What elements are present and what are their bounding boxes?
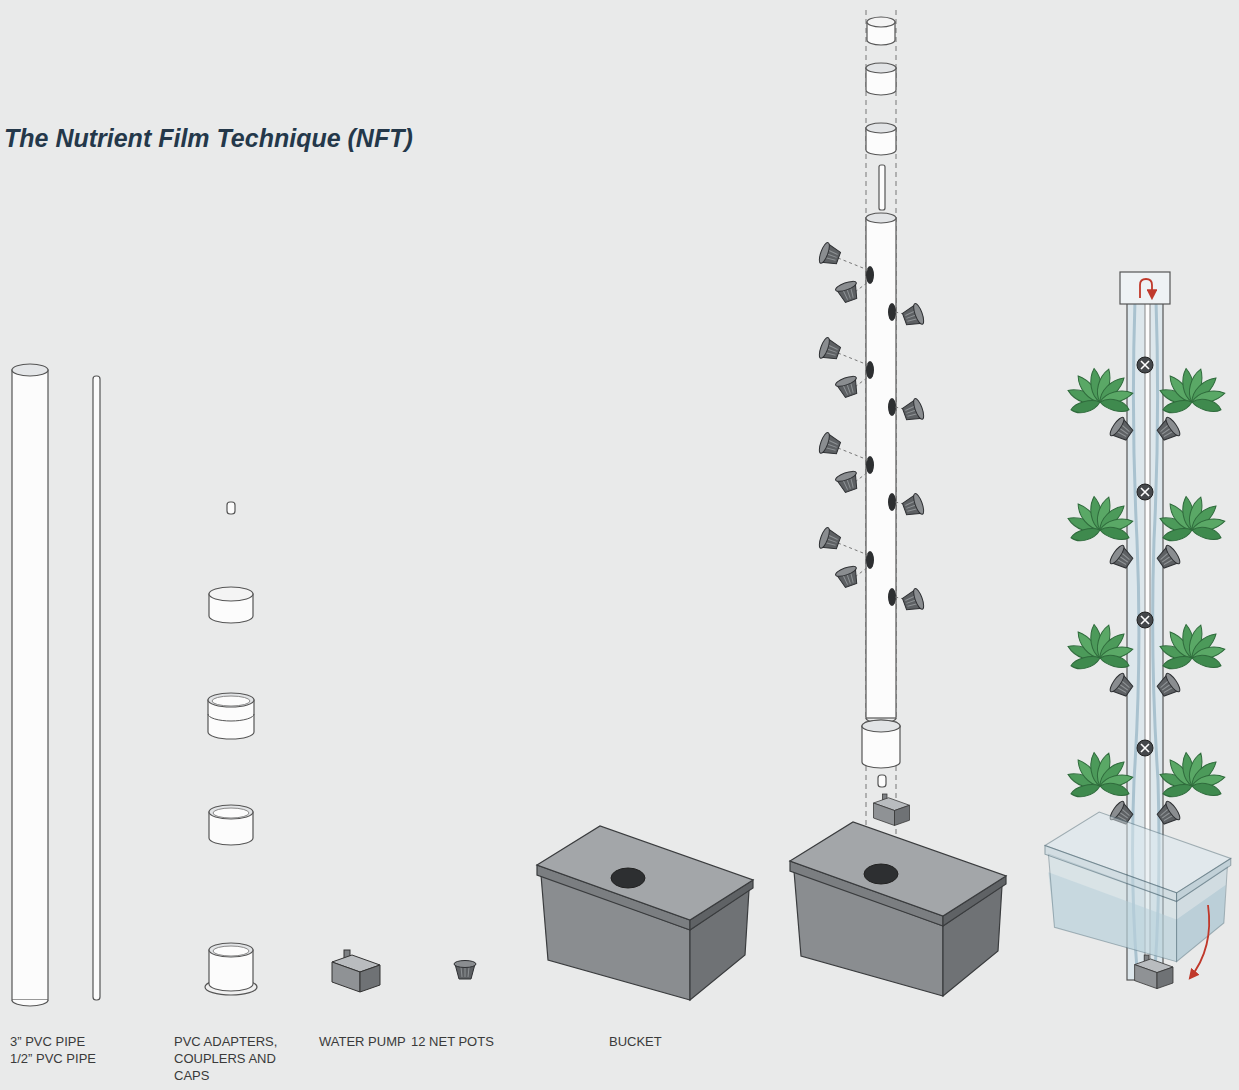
adapter-opening <box>209 943 253 957</box>
net-pot-group <box>817 526 925 614</box>
part-label: WATER PUMP <box>319 1033 406 1050</box>
net-pot-group <box>817 431 925 519</box>
lid-edge <box>1177 858 1231 901</box>
net-pot <box>834 374 861 399</box>
net-pot <box>817 526 842 553</box>
assembly-guide <box>855 377 868 387</box>
net-pot <box>834 279 861 304</box>
plant <box>1066 496 1134 544</box>
net-pot <box>901 397 926 424</box>
cap-top <box>867 17 895 27</box>
water-pump <box>1135 955 1173 989</box>
diagram-title: The Nutrient Film Technique (NFT) <box>4 124 413 153</box>
assembly-guide <box>838 258 868 270</box>
bucket <box>537 826 753 1000</box>
net-pot <box>834 564 861 589</box>
part-label: PVC ADAPTERS, COUPLERS AND CAPS <box>174 1033 282 1084</box>
hole-cap <box>1137 740 1153 756</box>
part-label: BUCKET <box>609 1033 662 1050</box>
adapter-band <box>208 714 254 721</box>
part-label: 1/2” PVC PIPE <box>10 1050 96 1067</box>
coupler-inner <box>213 808 249 818</box>
pipe-hole <box>866 266 874 284</box>
part-label: 12 NET POTS <box>411 1033 494 1050</box>
adapter-inner <box>213 946 249 956</box>
hole-cap <box>1137 357 1153 373</box>
pipe-hole <box>888 398 896 416</box>
adapter-inner <box>212 696 250 706</box>
plant <box>1066 752 1134 800</box>
flow-arrow <box>1190 905 1209 978</box>
net-pot <box>817 431 842 458</box>
net-pot <box>817 336 842 363</box>
net-pot <box>901 302 926 329</box>
assembly-guide <box>838 353 868 365</box>
net-pot-group <box>817 336 925 424</box>
coupler-opening <box>209 805 253 819</box>
plant <box>1066 624 1134 672</box>
plant <box>1158 624 1226 672</box>
assembly-guide <box>855 282 868 292</box>
net-pot <box>1108 544 1136 573</box>
part-label: 3” PVC PIPE <box>10 1033 85 1050</box>
bucket <box>790 822 1006 996</box>
assembly-guide <box>838 448 868 460</box>
assembly-guide <box>855 472 868 482</box>
net-pot <box>1154 544 1182 573</box>
pipe-hole <box>866 456 874 474</box>
adapter-opening <box>862 720 900 732</box>
plant <box>1158 752 1226 800</box>
plant <box>1158 368 1226 416</box>
small-cap <box>227 502 235 514</box>
assembly-guide <box>838 543 868 555</box>
coupler-opening <box>866 63 896 73</box>
net-pot <box>1108 672 1136 701</box>
coupler-opening <box>866 123 896 133</box>
adapter-opening <box>208 693 254 707</box>
assembly-guide <box>855 567 868 577</box>
net-pot <box>834 469 861 494</box>
net-pot <box>901 492 926 519</box>
net-pot <box>454 961 476 980</box>
transparent-bucket <box>1045 812 1231 962</box>
pipe-end <box>12 1000 48 1006</box>
inner-tube <box>879 165 885 210</box>
adapter-opening <box>862 720 900 732</box>
tower-pipe <box>866 218 896 718</box>
water-pump <box>332 950 380 992</box>
net-pot <box>1154 416 1182 445</box>
cap-top <box>209 587 253 601</box>
net-pot <box>817 241 842 268</box>
net-pot <box>1108 416 1136 445</box>
pvc-pipe-3in <box>12 370 48 1000</box>
tower-cap <box>1120 272 1170 304</box>
small-cap <box>878 775 886 787</box>
hole-cap <box>1137 484 1153 500</box>
plant <box>1066 368 1134 416</box>
net-pot-group <box>817 241 925 329</box>
pipe-hole <box>888 493 896 511</box>
pvc-pipe-half-in <box>93 376 100 1000</box>
net-pot <box>1154 800 1182 829</box>
pipe-opening <box>12 364 48 376</box>
pipe-hole <box>866 551 874 569</box>
flow-arrow <box>1140 279 1152 298</box>
lid-edge <box>1045 846 1177 902</box>
pipe-hole <box>888 588 896 606</box>
net-pot <box>1154 672 1182 701</box>
pipe-hole <box>866 361 874 379</box>
water-pump <box>874 794 910 826</box>
plant <box>1158 496 1226 544</box>
hole-cap <box>1137 612 1153 628</box>
net-pot <box>901 587 926 614</box>
pipe-opening <box>866 213 896 223</box>
pipe-hole <box>888 303 896 321</box>
